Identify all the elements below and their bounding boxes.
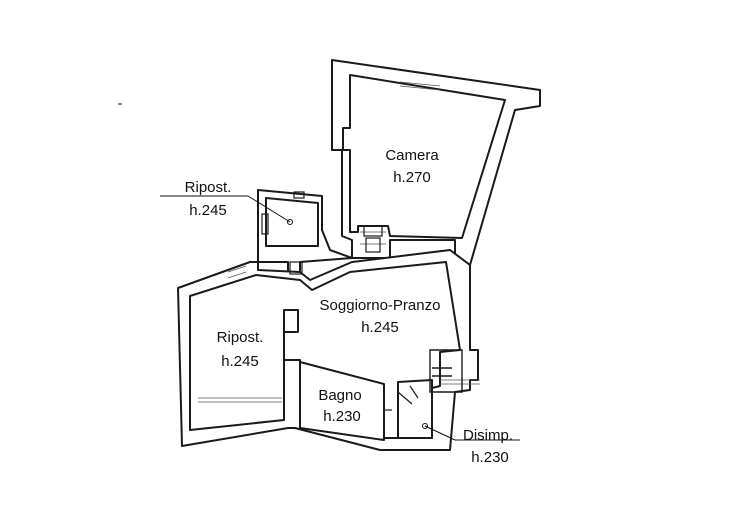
disimp-name: Disimp. xyxy=(463,427,513,444)
camera-inner xyxy=(342,74,506,239)
soggiorno-name: Soggiorno-Pranzo xyxy=(320,297,441,314)
bagno-height: h.230 xyxy=(323,408,361,425)
ripost-upper-height: h.245 xyxy=(189,202,227,219)
ripost-upper-name: Ripost. xyxy=(185,179,232,196)
disimp-leader xyxy=(424,425,456,441)
wall-details xyxy=(198,81,480,403)
bagno-name: Bagno xyxy=(318,387,361,404)
camera-name: Camera xyxy=(385,147,439,164)
ripost-lower-name: Ripost. xyxy=(217,329,264,346)
ripost-upper-leader-diag xyxy=(247,195,291,223)
ripost-upper-marker xyxy=(287,219,293,225)
disimp-marker xyxy=(422,423,428,429)
bagno-walls xyxy=(299,361,433,441)
disimp-height: h.230 xyxy=(471,449,509,466)
disimp-area xyxy=(429,349,463,393)
camera-height: h.270 xyxy=(393,169,431,186)
ripost-lower-height: h.245 xyxy=(221,353,259,370)
soggiorno-height: h.245 xyxy=(361,319,399,336)
door-marks xyxy=(261,191,383,275)
